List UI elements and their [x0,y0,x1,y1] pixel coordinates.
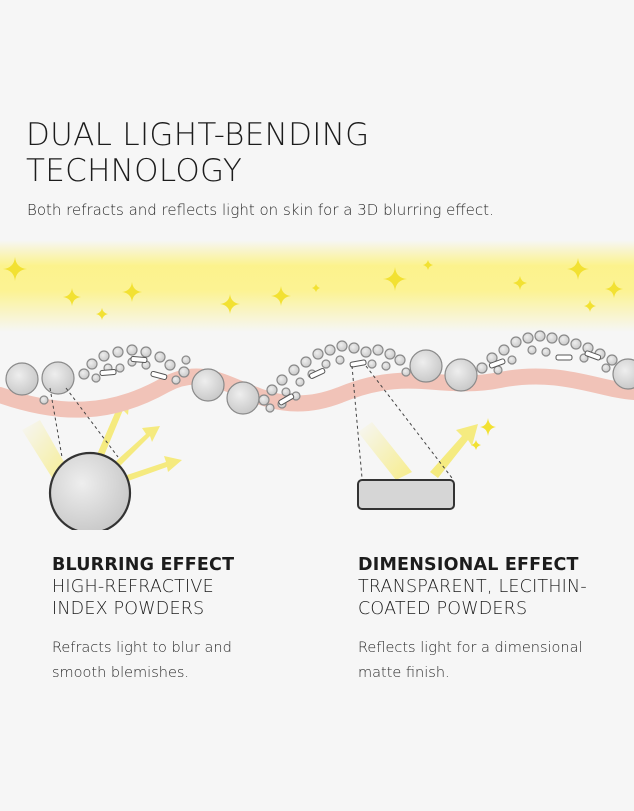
sparkle-icon [122,282,142,302]
sparkle-icon [312,284,320,292]
large-sphere [444,358,478,392]
skin-layer [0,368,634,418]
sparkles [3,257,623,320]
title-line-1: DUAL LIGHT-BENDING [26,117,370,153]
sparkle-icon [271,286,291,306]
sparkle-icon [3,257,27,281]
sparkle-icon [567,258,589,280]
reflection-light-arrows [358,418,496,480]
effect-description: Reflects light for a dimensional matte f… [358,640,583,681]
effect-heading: DIMENSIONAL EFFECT [358,555,579,575]
sparkle-icon [383,267,407,291]
zoom-callouts [48,365,455,530]
sparkle-icon [96,308,108,320]
magnified-platelet [357,479,455,510]
effect-heading: BLURRING EFFECT [52,555,235,575]
sparkle-icon [423,260,433,270]
sparkle-icon [584,300,596,312]
large-sphere [226,381,260,415]
skin-powder-illustration [0,240,634,530]
title-line-2: TECHNOLOGY [26,153,243,189]
powder-layer [5,330,634,415]
effect-subheading: HIGH-REFRACTIVE INDEX POWDERS [52,577,214,619]
sparkle-icon [471,440,481,450]
large-sphere [41,361,75,395]
blurring-effect-section: BLURRING EFFECT HIGH-REFRACTIVE INDEX PO… [52,554,322,686]
sparkle-icon [513,276,527,290]
sparkle-icon [220,294,240,314]
large-sphere [5,362,39,396]
sparkle-icon [63,288,81,306]
page-subtitle: Both refracts and reflects light on skin… [27,201,494,219]
sparkle-icon [480,418,496,436]
effect-subheading: TRANSPARENT, LECITHIN- COATED POWDERS [358,577,587,619]
large-sphere [191,368,225,402]
sparkle-icon [605,280,623,298]
large-sphere [612,358,634,390]
large-sphere [409,349,443,383]
effect-description: Refracts light to blur and smooth blemis… [52,640,232,681]
platelets [99,350,602,406]
magnified-sphere [48,451,132,530]
dimensional-effect-section: DIMENSIONAL EFFECT TRANSPARENT, LECITHIN… [358,554,628,686]
page-title: DUAL LIGHT-BENDING TECHNOLOGY [26,117,370,189]
